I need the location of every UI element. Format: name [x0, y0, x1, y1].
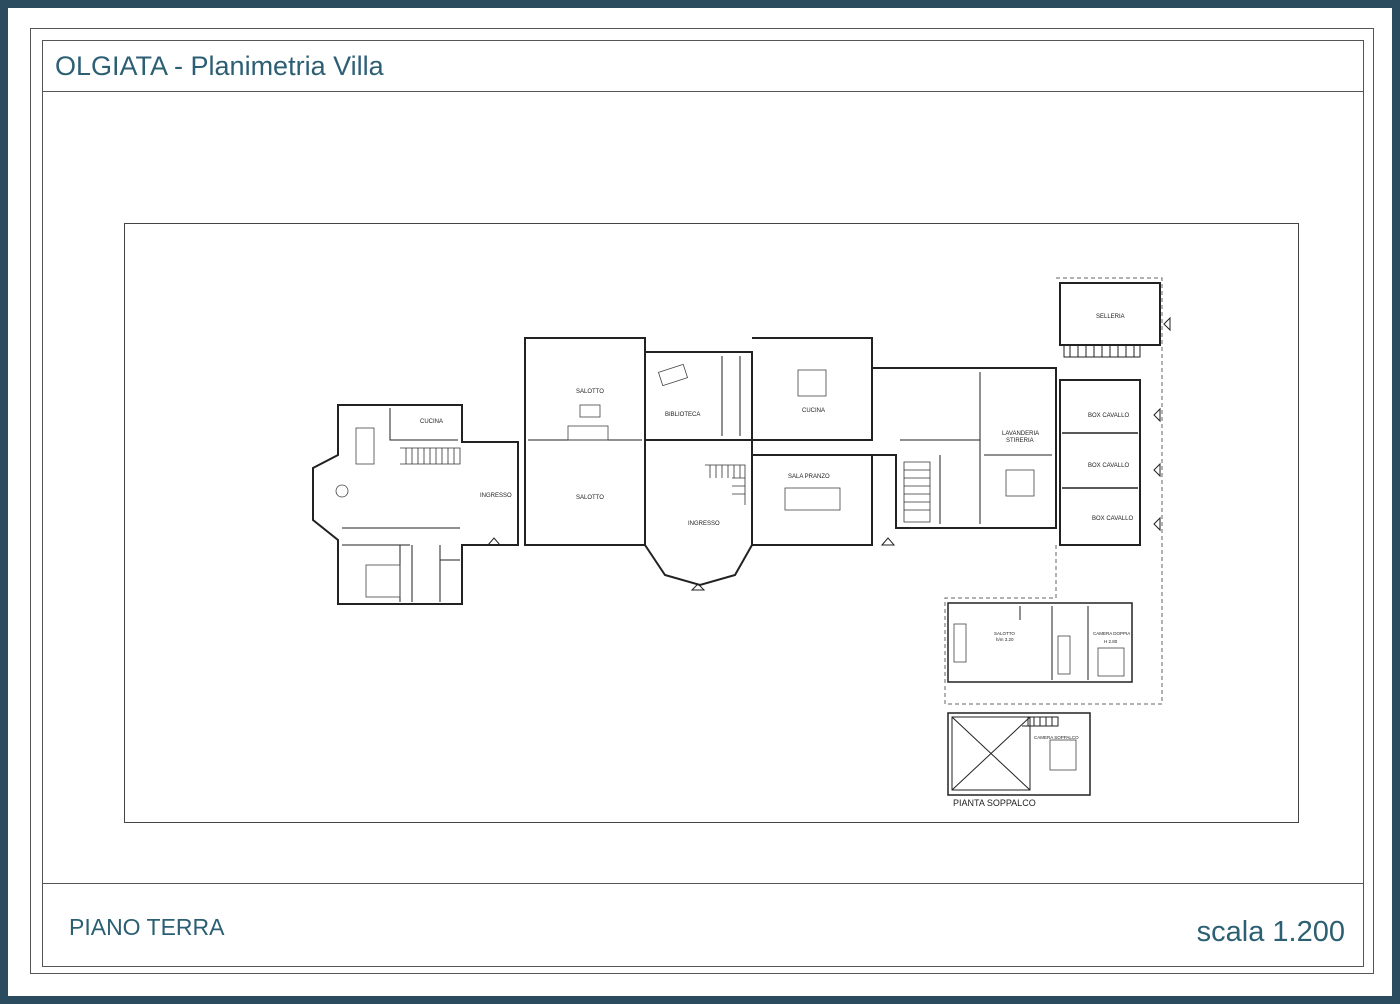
plan-frame	[124, 223, 1299, 823]
room-ingresso-left: INGRESSO	[480, 493, 512, 499]
room-box-cavallo-3: BOX CAVALLO	[1092, 516, 1133, 522]
stairs-east	[903, 461, 931, 523]
wall-annex	[947, 602, 1133, 683]
floor-label: PIANO TERRA	[69, 914, 225, 940]
room-selleria: SELLERIA	[1096, 314, 1125, 320]
room-cucina-center: CUCINA	[802, 408, 825, 414]
wall-annex-inner	[1019, 606, 1089, 680]
arrow-service	[880, 537, 896, 546]
table-cucina-left	[355, 427, 375, 465]
wall-west-wing-inner	[342, 408, 460, 602]
room-salotto-top: SALOTTO	[576, 389, 604, 395]
stairs-selleria	[1063, 345, 1141, 358]
wall-east-block	[872, 367, 1057, 529]
boundary-dashed	[944, 277, 1163, 705]
room-camera-doppia: CAMERA DOPPIA	[1093, 631, 1130, 636]
desk-biblioteca	[657, 363, 689, 387]
wall-biblioteca	[645, 351, 753, 441]
wall-east-inner	[900, 372, 1052, 524]
bath-annex	[1057, 635, 1071, 675]
footer-block: PIANO TERRA scala 1.200	[42, 883, 1364, 967]
room-camera-doppia-h: H 2.80	[1104, 639, 1118, 644]
label-pianta-soppalco: PIANTA SOPPALCO	[953, 798, 1036, 808]
wall-bib-inner	[721, 356, 741, 436]
table-salotto-top	[579, 404, 601, 418]
table-sala-pranzo	[784, 487, 841, 511]
page-title: OLGIATA - Planimetria Villa	[55, 51, 384, 81]
bed-east	[1005, 469, 1035, 497]
room-cucina-left: CUCINA	[420, 419, 443, 425]
room-salotto-annex-h: h/m 3.20	[996, 637, 1014, 642]
bed-west	[365, 564, 401, 598]
arrow-box-2	[1153, 462, 1161, 478]
wall-salotto	[524, 337, 646, 546]
wall-cucina-center	[752, 337, 873, 441]
arrow-box-1	[1153, 407, 1161, 423]
room-lavanderia: LAVANDERIA	[1002, 431, 1039, 437]
room-box-cavallo-1: BOX CAVALLO	[1088, 413, 1129, 419]
inner-border	[30, 28, 1374, 974]
bed-annex	[1097, 647, 1125, 677]
wall-box-dividers	[1062, 432, 1138, 489]
room-biblioteca: BIBLIOTECA	[665, 412, 700, 418]
drawing-area	[42, 92, 1364, 883]
room-salotto-mid: SALOTTO	[576, 495, 604, 501]
sofa-salotto-mid	[567, 425, 609, 441]
room-box-cavallo-2: BOX CAVALLO	[1088, 463, 1129, 469]
wall-ingresso-center	[644, 439, 753, 587]
scale-label: scala 1.200	[1196, 916, 1345, 948]
wall-sala-pranzo	[752, 454, 873, 546]
arrow-selleria	[1163, 316, 1171, 332]
table-cucina-center	[797, 369, 827, 397]
room-sala-pranzo: SALA PRANZO	[788, 474, 830, 480]
void-soppalco	[951, 716, 1031, 791]
stairs-center	[705, 464, 746, 505]
wall-selleria	[1059, 282, 1161, 346]
bed-soppalco	[1049, 739, 1077, 771]
wall-west-wing	[312, 404, 519, 605]
arrow-ingresso-left	[486, 537, 502, 546]
room-salotto-annex: SALOTTO	[994, 631, 1015, 636]
title-block: OLGIATA - Planimetria Villa	[42, 40, 1364, 92]
arrow-ingresso-center	[690, 583, 706, 591]
wall-box-cavallo	[1059, 379, 1141, 546]
room-stireria: STIRERIA	[1006, 438, 1034, 444]
room-ingresso-center: INGRESSO	[688, 521, 720, 527]
arrow-box-3	[1153, 516, 1161, 532]
sofa-annex	[953, 623, 967, 663]
room-camera-soppalco: CAMERA SOPPALCO	[1034, 735, 1079, 740]
stairs-soppalco	[1022, 716, 1059, 727]
stairs-west	[400, 447, 461, 465]
wall-soppalco	[947, 712, 1091, 796]
table-round-left	[335, 484, 349, 498]
